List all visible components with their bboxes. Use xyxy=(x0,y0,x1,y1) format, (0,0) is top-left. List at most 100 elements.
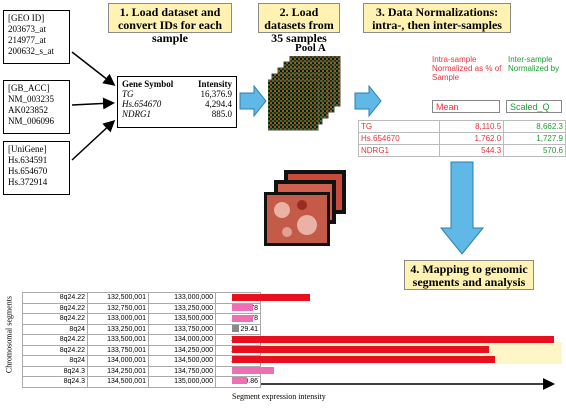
segment-table: 8q24.22132,500,001133,000,000307.058q24.… xyxy=(22,292,261,388)
segment-bar xyxy=(232,356,495,364)
segment-band: 8q24.22 xyxy=(22,344,88,356)
unigene-item: Hs.654670 xyxy=(8,166,48,176)
segment-end: 133,250,000 xyxy=(148,302,216,314)
segment-bar xyxy=(232,294,310,301)
table-row: Hs.654670 1,762.0 1,727.9 xyxy=(357,132,566,145)
gene-intensity: 885.0 xyxy=(211,109,232,119)
gb-acc-item: NM_003235 xyxy=(8,94,55,104)
segment-end: 134,250,000 xyxy=(148,344,216,356)
gene-name: NDRG1 xyxy=(122,109,151,119)
geo-id-item: 203673_at xyxy=(8,24,46,34)
mean-header: Mean xyxy=(432,100,500,113)
gene-intensity-box: Gene Symbol Intensity TG 16,376.9 Hs.6546… xyxy=(117,76,237,128)
intra-sample-label: Intra-sample Normalized as % of Sample xyxy=(432,55,502,82)
segment-end: 134,750,000 xyxy=(148,365,216,377)
geo-id-item: 200632_s_at xyxy=(8,46,54,56)
tissue-slides-icon xyxy=(264,170,346,246)
segment-start: 132,500,001 xyxy=(87,292,149,304)
segment-bar xyxy=(232,377,248,385)
pool-label: Pool A xyxy=(295,42,326,54)
segment-band: 8q24.3 xyxy=(22,365,88,377)
segment-start: 134,500,001 xyxy=(87,376,149,388)
segment-bar xyxy=(232,304,254,312)
unigene-item: Hs.634591 xyxy=(8,155,48,165)
norm-scaled: 1,727.9 xyxy=(503,132,566,145)
segment-bar xyxy=(232,335,554,343)
gene-intensity: 4,294.4 xyxy=(205,99,232,109)
segment-band: 8q24.22 xyxy=(22,313,88,325)
block-arrow-1 xyxy=(239,84,267,118)
unigene-item: Hs.372914 xyxy=(8,177,48,187)
segment-bar xyxy=(232,366,274,374)
gb-acc-header: [GB_ACC] xyxy=(8,83,50,93)
geo-id-item: 214977_at xyxy=(8,35,46,45)
segment-band: 8q24.22 xyxy=(22,292,88,304)
norm-gene: Hs.654670 xyxy=(357,132,441,145)
segment-bar xyxy=(232,346,490,353)
norm-scaled: 570.6 xyxy=(503,144,566,157)
norm-mean: 8,110.5 xyxy=(439,120,505,133)
gene-name: TG xyxy=(122,89,134,99)
arrow-unigene xyxy=(71,119,116,161)
segment-start: 133,250,001 xyxy=(87,323,149,335)
segment-band: 8q24 xyxy=(22,323,88,335)
geo-id-header: [GEO ID] xyxy=(8,13,45,23)
intensity-header: Intensity xyxy=(197,79,232,89)
segment-band: 8q24.22 xyxy=(22,302,88,314)
norm-mean: 1,762.0 xyxy=(439,132,505,145)
segment-end: 133,500,000 xyxy=(148,313,216,325)
segment-end: 133,000,000 xyxy=(148,292,216,304)
gb-acc-item: AK023852 xyxy=(8,105,48,115)
norm-mean: 544.3 xyxy=(439,144,505,157)
table-row: TG 8,110.5 8,662.3 xyxy=(357,120,566,133)
table-row: NDRG1 544.3 570.6 xyxy=(357,144,566,157)
block-arrow-2 xyxy=(354,84,382,118)
segment-band: 8q24.3 xyxy=(22,376,88,388)
segment-end: 135,000,000 xyxy=(148,376,216,388)
segment-end: 134,000,000 xyxy=(148,334,216,346)
inter-sample-label: Inter-sample Normalized by xyxy=(508,55,560,73)
segment-start: 133,750,001 xyxy=(87,344,149,356)
segment-start: 133,000,001 xyxy=(87,313,149,325)
down-arrow xyxy=(439,161,485,255)
arrow-gb xyxy=(71,97,115,110)
segment-start: 132,750,001 xyxy=(87,302,149,314)
norm-gene: NDRG1 xyxy=(357,144,441,157)
x-axis-label: Segment expression intensity xyxy=(232,392,326,401)
y-axis-label: Chromosomal segments xyxy=(4,295,14,374)
geo-id-box: [GEO ID] 203673_at 214977_at 200632_s_at xyxy=(3,10,70,64)
scaled-header: Scaled_Q xyxy=(506,100,562,113)
segment-end: 134,500,000 xyxy=(148,355,216,367)
normalization-table: TG 8,110.5 8,662.3 Hs.654670 1,762.0 1,7… xyxy=(357,120,566,157)
segment-bar xyxy=(232,325,240,333)
microarray-stack-icon xyxy=(268,56,341,131)
step-3-label: 3. Data Normalizations: intra-, then int… xyxy=(363,3,511,33)
segment-start: 134,250,001 xyxy=(87,365,149,377)
gene-name: Hs.654670 xyxy=(122,99,162,109)
gb-acc-box: [GB_ACC] NM_003235 AK023852 NM_006096 xyxy=(3,80,70,134)
segment-bar xyxy=(232,314,254,322)
gene-intensity: 16,376.9 xyxy=(200,89,233,99)
segment-band: 8q24 xyxy=(22,355,88,367)
step-2-label: 2. Load datasets from 35 samples xyxy=(258,3,340,45)
norm-gene: TG xyxy=(357,120,441,133)
segment-start: 134,000,001 xyxy=(87,355,149,367)
arrow-geo xyxy=(71,51,116,86)
segment-band: 8q24.22 xyxy=(22,334,88,346)
step-1-label: 1. Load dataset and convert IDs for each… xyxy=(108,3,232,45)
gene-symbol-header: Gene Symbol xyxy=(122,79,174,89)
segment-end: 133,750,000 xyxy=(148,323,216,335)
gb-acc-item: NM_006096 xyxy=(8,116,55,126)
unigene-box: [UniGene] Hs.634591 Hs.654670 Hs.372914 xyxy=(3,141,70,195)
segment-start: 133,500,001 xyxy=(87,334,149,346)
